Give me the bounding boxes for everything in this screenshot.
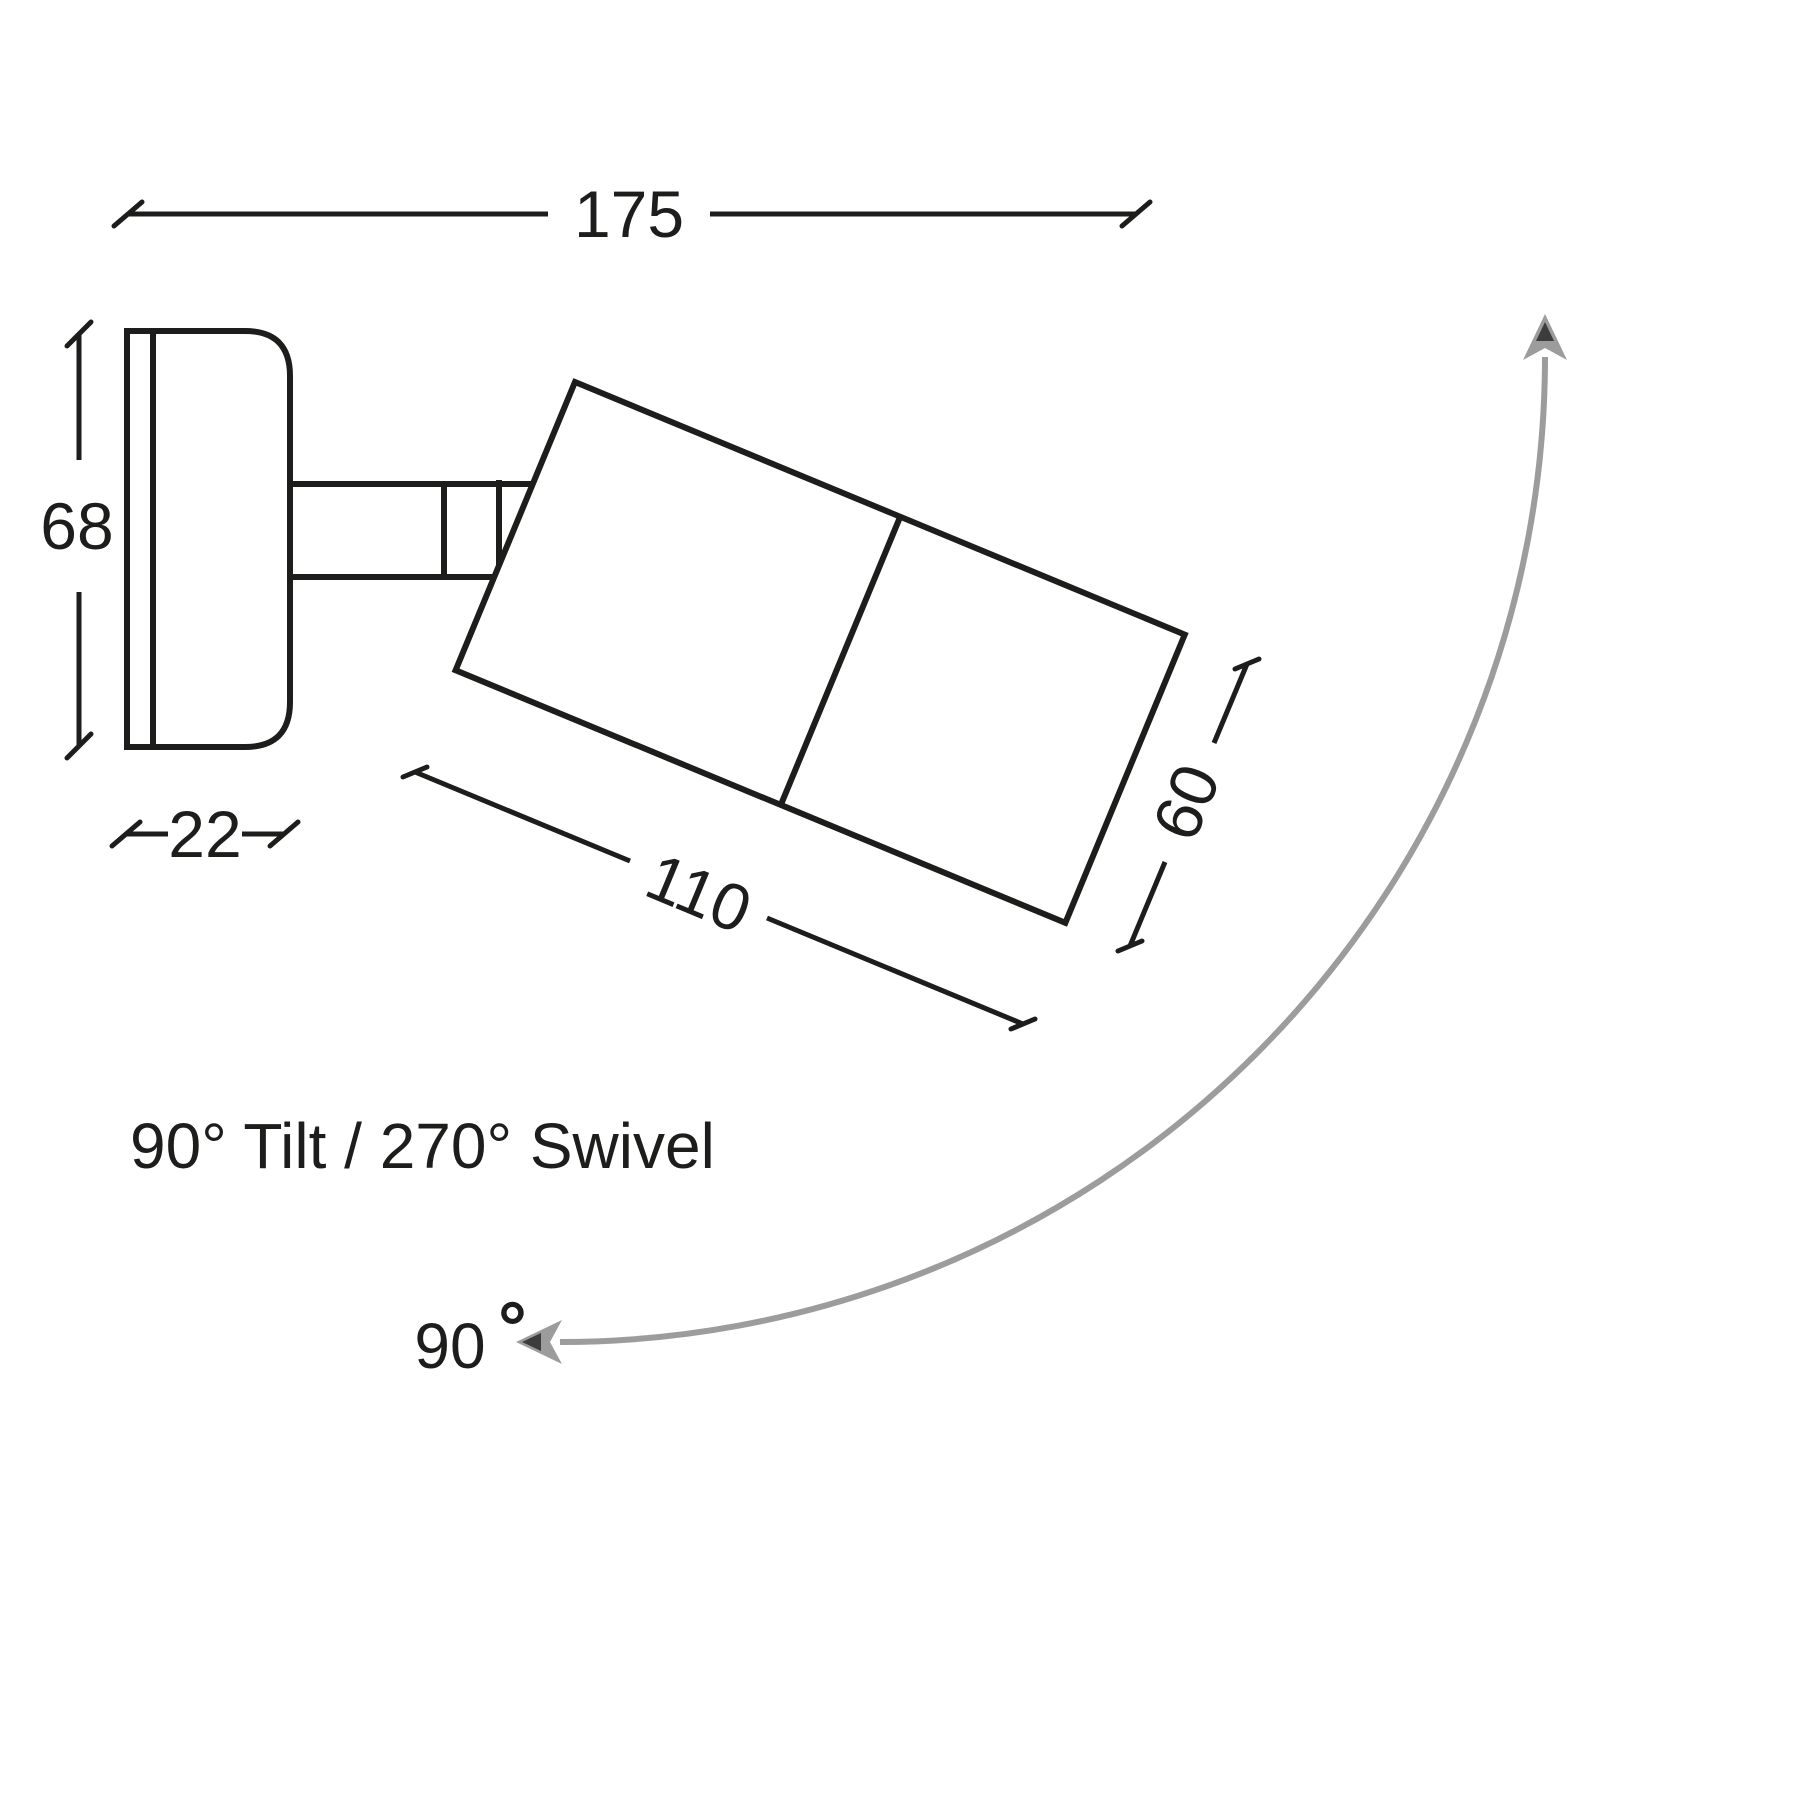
dim-tick bbox=[64, 731, 94, 761]
dim-plate-depth: 22 bbox=[109, 797, 301, 871]
dim-tick bbox=[1008, 1016, 1038, 1032]
dim-line-segment bbox=[766, 915, 1024, 1027]
wall-plate bbox=[124, 328, 293, 750]
tilt-swivel-label: 90° Tilt / 270° Swivel bbox=[130, 1110, 715, 1182]
dim-plate-depth-label: 22 bbox=[168, 797, 241, 871]
swivel-angle-label: 90 bbox=[414, 1310, 485, 1382]
lamp-body bbox=[451, 378, 1189, 927]
dim-tick bbox=[400, 764, 430, 780]
dim-plate-height-label: 68 bbox=[40, 489, 113, 563]
swivel-angle-label-group: 90 ° bbox=[414, 1288, 526, 1382]
dim-line-segment bbox=[1127, 861, 1168, 947]
dim-tick bbox=[1115, 938, 1145, 954]
wall-plate-outline bbox=[124, 328, 293, 750]
dim-tick bbox=[64, 319, 94, 349]
lamp-body-outline bbox=[451, 378, 1189, 927]
swivel-arc bbox=[559, 356, 1548, 1345]
arrow-left-tip-icon bbox=[522, 1333, 541, 1351]
dim-plate-height: 68 bbox=[40, 319, 114, 761]
dim-tick bbox=[1119, 199, 1153, 229]
dim-line-segment bbox=[1211, 663, 1250, 744]
dim-tick bbox=[109, 819, 143, 849]
dim-body-length-label: 110 bbox=[636, 839, 762, 948]
degree-symbol: ° bbox=[498, 1288, 527, 1368]
dim-overall-width: 175 bbox=[111, 177, 1153, 251]
dim-body-width-label: 60 bbox=[1138, 754, 1234, 850]
dim-line-segment bbox=[414, 769, 631, 864]
arrow-up-tip-icon bbox=[1536, 322, 1554, 341]
dim-overall-width-label: 175 bbox=[574, 177, 684, 251]
dim-tick bbox=[267, 819, 301, 849]
swivel-arc-group bbox=[516, 314, 1567, 1364]
dim-tick bbox=[111, 199, 145, 229]
dim-tick bbox=[1232, 656, 1262, 672]
lamp-body-seam bbox=[778, 515, 903, 807]
